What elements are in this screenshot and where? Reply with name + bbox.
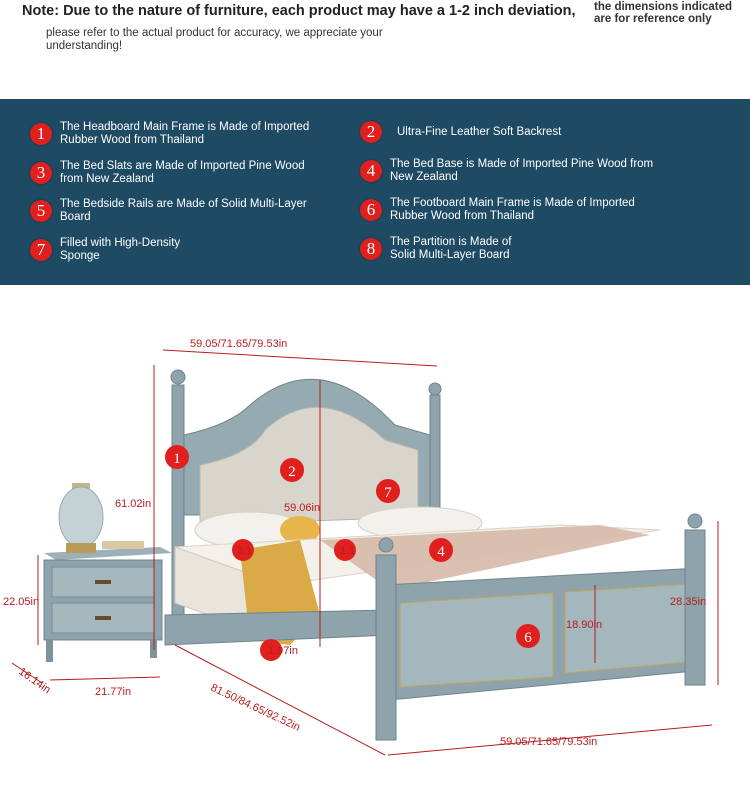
nightstand-width-label: 21.77in <box>95 686 131 698</box>
marker-7: 7 <box>376 479 400 503</box>
feature-number: 1 <box>30 122 52 145</box>
svg-text:4: 4 <box>437 544 445 560</box>
feature-8: 8 The Partition is Made of Solid Multi-L… <box>360 236 540 261</box>
feature-number: 7 <box>30 238 52 261</box>
deviation-note: Note: Due to the nature of furniture, ea… <box>22 3 576 19</box>
svg-text:2: 2 <box>288 464 296 480</box>
marker-1: 1 <box>165 445 189 469</box>
feature-text: The Partition is Made of Solid Multi-Lay… <box>390 236 512 261</box>
feature-text: The Bed Slats are Made of Imported Pine … <box>60 160 305 185</box>
feature-number: 2 <box>360 121 382 143</box>
svg-text:3.1: 3.1 <box>237 545 252 557</box>
feature-4: 4 The Bed Base is Made of Imported Pine … <box>360 158 660 183</box>
feature-number: 5 <box>30 199 52 222</box>
marker-5-clearance: 1.97in <box>260 639 298 661</box>
feature-number: 3 <box>30 161 52 184</box>
bed-length-label: 81.50/84.65/92.52in <box>209 682 302 734</box>
bed-illustration <box>164 369 706 741</box>
nightstand-height-label: 22.05in <box>3 596 39 608</box>
feature-5: 5 The Bedside Rails are Made of Solid Mu… <box>30 198 330 223</box>
bed-dimension-diagram: 59.05/71.65/79.53in 61.02in 59.06in 22.0… <box>3 338 719 756</box>
nightstand-illustration <box>43 483 172 662</box>
footboard-panel-height-label: 18.90in <box>566 619 602 631</box>
feature-7: 7 Filled with High-Density Sponge <box>30 237 210 262</box>
svg-text:1.1: 1.1 <box>340 545 355 557</box>
feature-6: 6 The Footboard Main Frame is Made of Im… <box>360 197 660 222</box>
deviation-note-sub: please refer to the actual product for a… <box>46 27 383 52</box>
marker-3b: 1.1 <box>334 539 356 561</box>
top-width-label: 59.05/71.65/79.53in <box>190 338 287 350</box>
svg-text:1: 1 <box>173 451 181 467</box>
feature-text: Filled with High-Density Sponge <box>60 237 181 262</box>
feature-2: 2 Ultra-Fine Leather Soft Backrest <box>360 121 667 143</box>
feature-number: 8 <box>360 237 382 260</box>
bottom-width-label: 59.05/71.65/79.53in <box>500 736 597 748</box>
materials-band: 1 The Headboard Main Frame is Made of Im… <box>0 99 750 285</box>
nightstand-depth-label: 16.14in <box>16 666 52 697</box>
backrest-height-label: 59.06in <box>284 502 320 514</box>
clearance-label: 1.97in <box>268 645 298 657</box>
feature-1: 1 The Headboard Main Frame is Made of Im… <box>30 121 330 146</box>
feature-number: 6 <box>360 198 382 221</box>
reference-note: the dimensions indicated are for referen… <box>594 1 733 25</box>
feature-text: The Footboard Main Frame is Made of Impo… <box>390 197 635 222</box>
dimension-lines <box>11 349 719 756</box>
feature-text: The Bed Base is Made of Imported Pine Wo… <box>390 158 654 183</box>
feature-text: Ultra-Fine Leather Soft Backrest <box>397 125 562 138</box>
marker-2: 2 <box>280 458 304 482</box>
svg-text:6: 6 <box>524 630 532 646</box>
marker-3: 3.1 <box>232 539 254 561</box>
feature-text: The Bedside Rails are Made of Solid Mult… <box>60 198 307 223</box>
marker-6: 6 <box>516 624 540 648</box>
feature-text: The Headboard Main Frame is Made of Impo… <box>60 121 310 146</box>
svg-text:7: 7 <box>384 485 392 501</box>
feature-number: 4 <box>360 159 382 182</box>
feature-3: 3 The Bed Slats are Made of Imported Pin… <box>30 160 330 185</box>
headboard-height-label: 61.02in <box>115 498 151 510</box>
marker-4: 4 <box>429 538 453 562</box>
footboard-post-height-label: 28.35in <box>670 596 706 608</box>
